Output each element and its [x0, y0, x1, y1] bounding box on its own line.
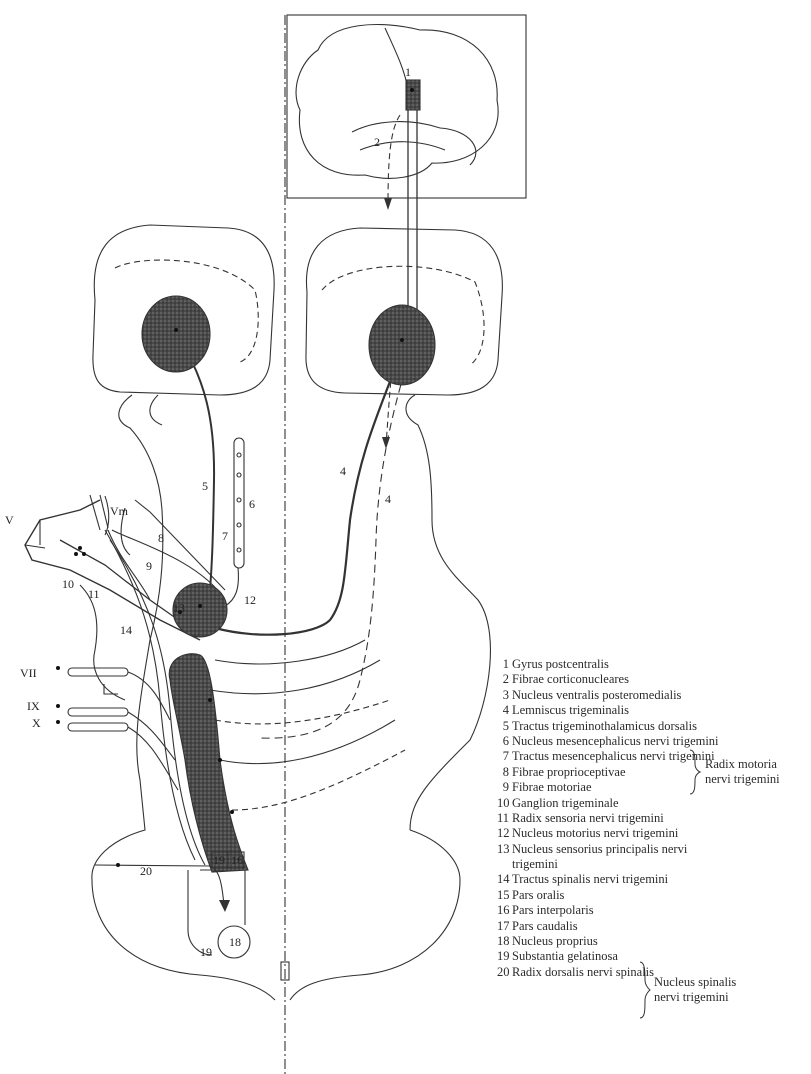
label-6: 6	[249, 497, 255, 511]
nerve-label-vm: Vm	[110, 504, 129, 518]
nerve-label-x: X	[32, 716, 41, 730]
label-13: 13	[173, 601, 185, 615]
brace-note-line: nervi trigemini	[654, 990, 736, 1005]
label-1: 1	[405, 65, 411, 79]
label-18: 18	[229, 935, 241, 949]
label-2: 2	[374, 135, 380, 149]
brace-note-line: Radix motoria	[705, 757, 780, 772]
brace-note-nucleus-spinalis: Nucleus spinalis nervi trigemini	[654, 975, 736, 1005]
nerve-label-ix: IX	[27, 699, 40, 713]
brace-note-line: nervi trigemini	[705, 772, 780, 787]
vpm-nucleus-left	[142, 296, 210, 372]
label-20: 20	[140, 864, 152, 878]
label-9: 9	[146, 559, 152, 573]
label-10: 10	[62, 577, 74, 591]
label-4a: 4	[340, 464, 346, 478]
label-14: 14	[120, 623, 132, 637]
label-12: 12	[244, 593, 256, 607]
brace-note-radix-motoria: Radix motoria nervi trigemini	[705, 757, 780, 787]
label-19: 19	[213, 853, 225, 867]
nerve-label-vii: VII	[20, 666, 37, 680]
label-7: 7	[222, 529, 228, 543]
brainstem-outline	[92, 395, 163, 880]
brace-note-line: Nucleus spinalis	[654, 975, 736, 990]
brain-outline	[296, 25, 498, 179]
nerve-label-v: V	[5, 513, 14, 527]
legend-item: trigemini	[497, 857, 811, 872]
label-19b: 19	[200, 945, 212, 959]
vpm-nucleus-right	[369, 305, 435, 385]
label-11: 11	[88, 587, 100, 601]
label-16: 16	[231, 853, 243, 867]
label-8: 8	[158, 531, 164, 545]
label-5: 5	[202, 479, 208, 493]
postcentral-gyrus-column	[406, 80, 420, 110]
label-4b: 4	[385, 492, 391, 506]
